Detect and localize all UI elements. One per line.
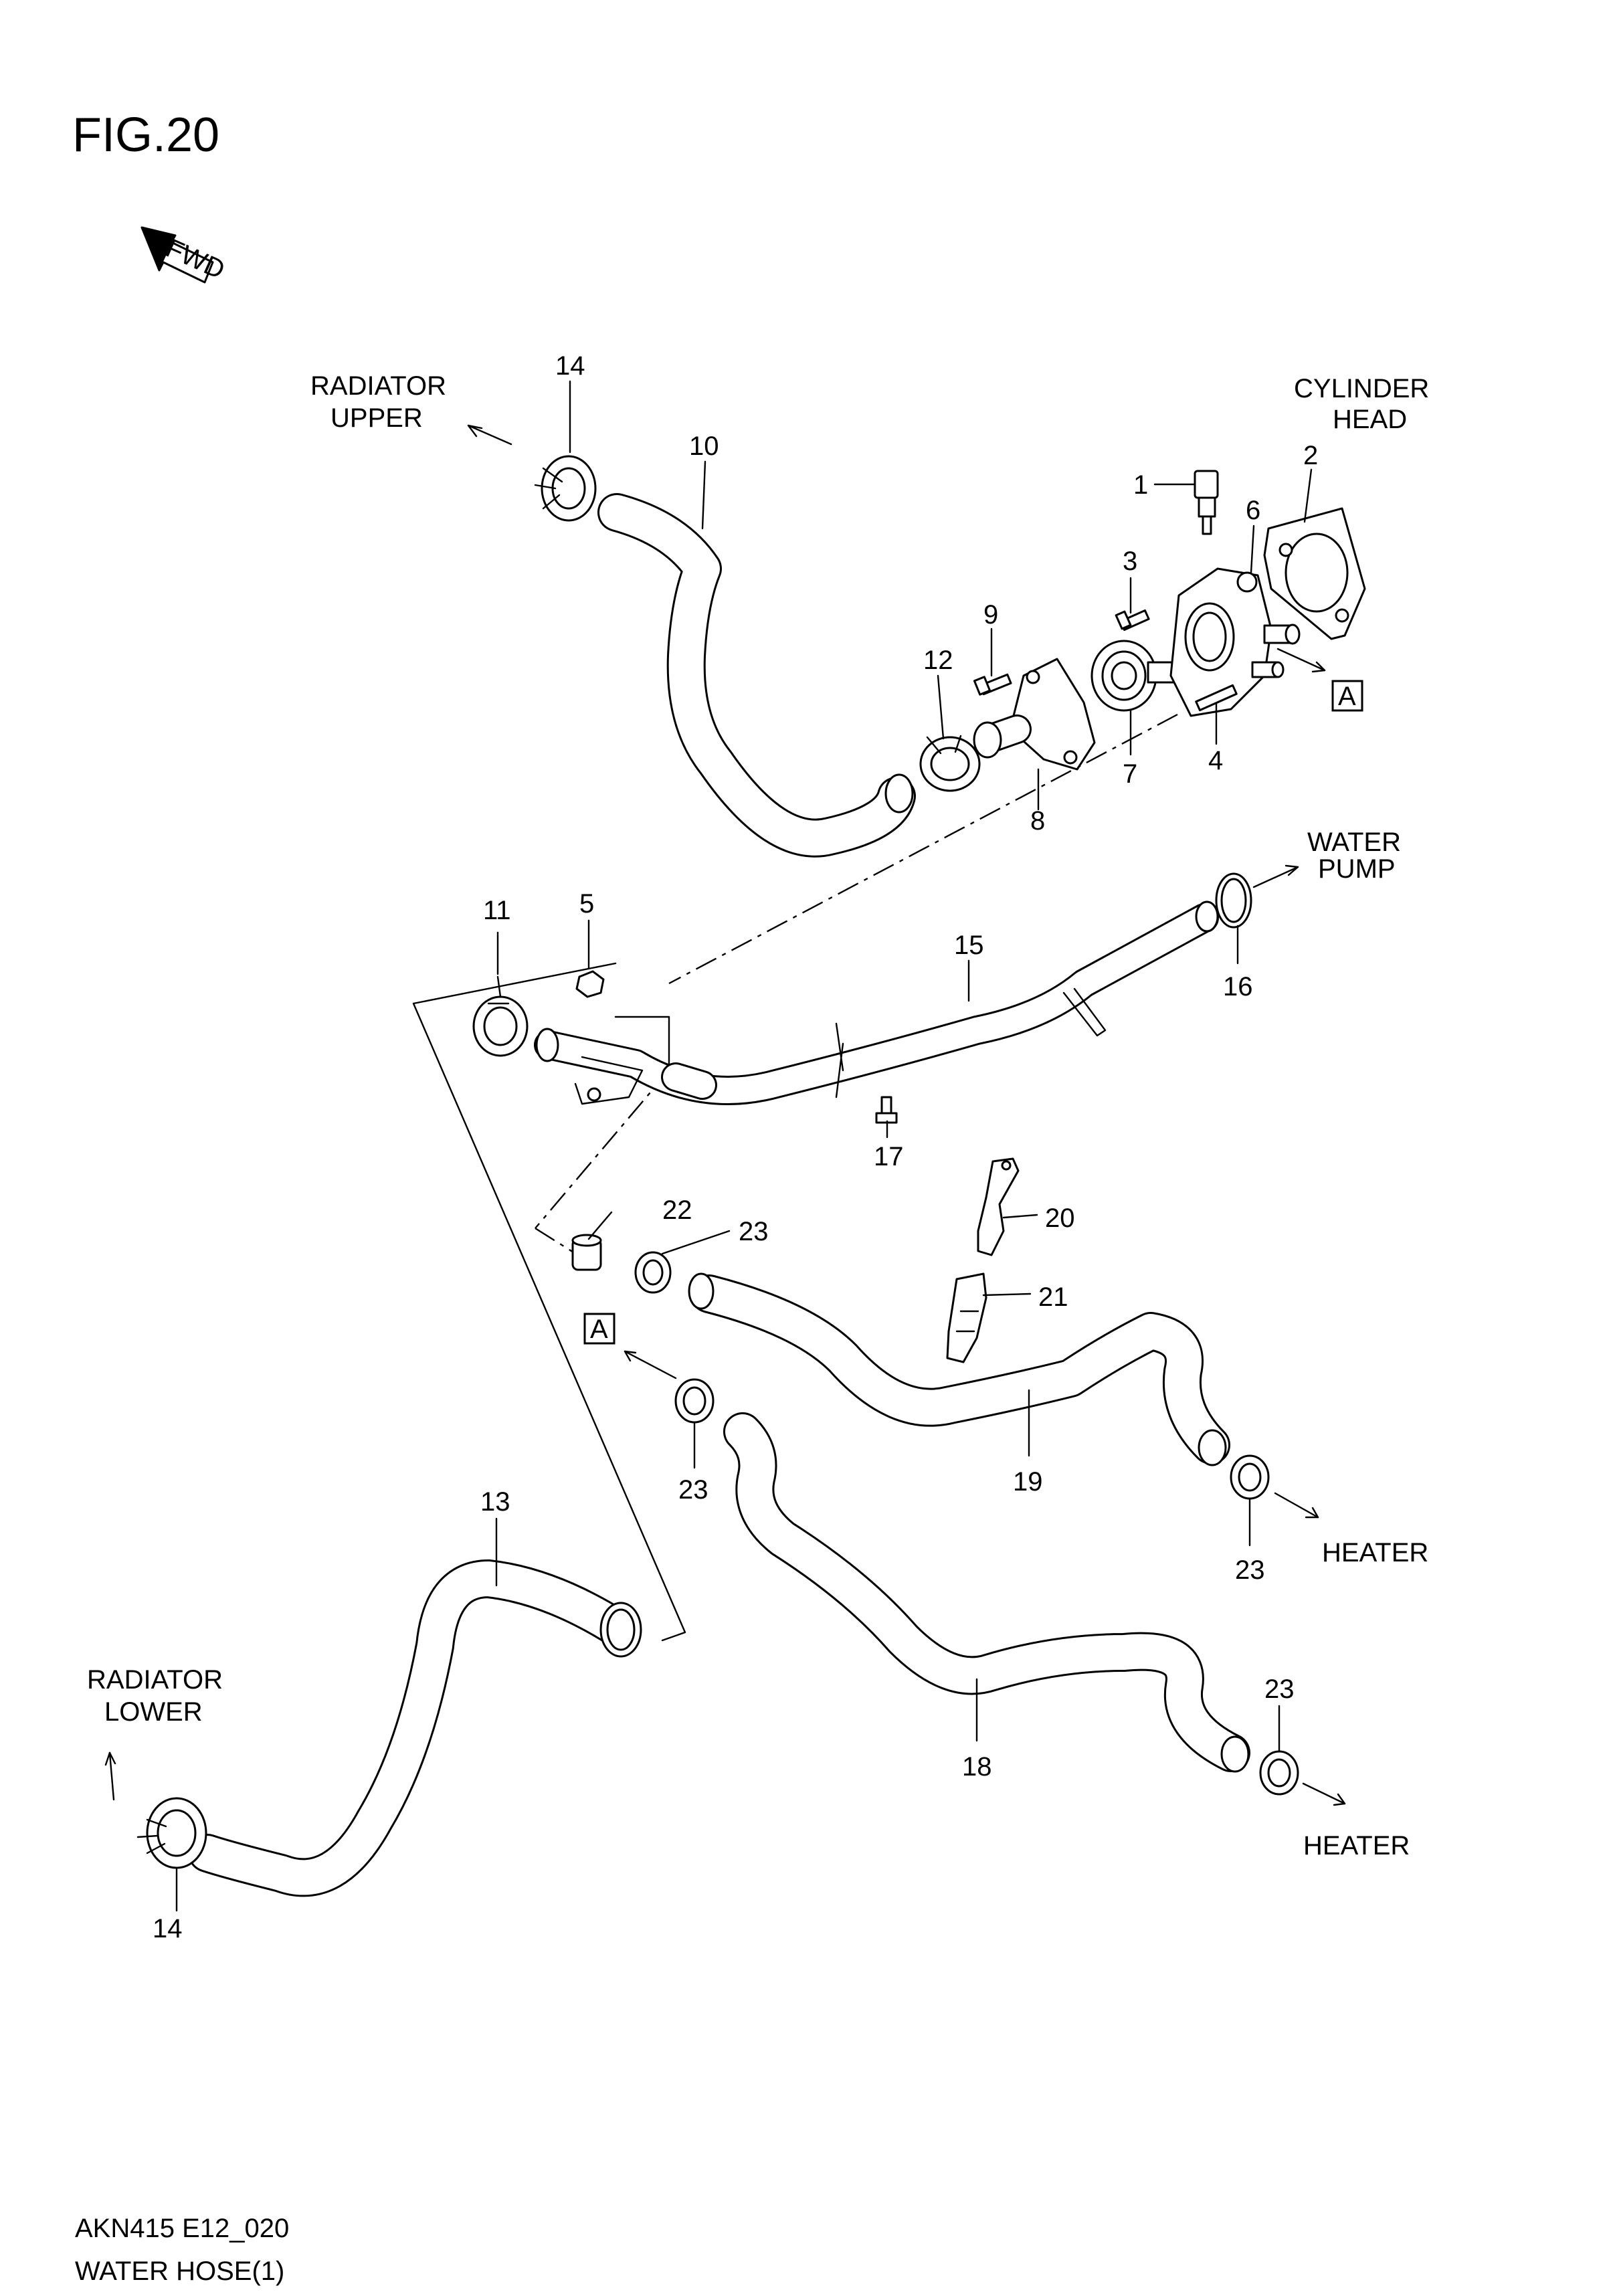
figure-title: FIG.20 <box>72 108 219 162</box>
diagram-name: WATER HOSE(1) <box>75 2257 284 2286</box>
part-number-23-a: 23 <box>739 1217 769 1246</box>
diagram-code: AKN415 E12_020 <box>75 2214 289 2243</box>
part-number-18: 18 <box>962 1752 992 1782</box>
hose-clamp-23-d <box>1259 1750 1299 1796</box>
hose-clamp-14-upper <box>534 455 597 522</box>
part-number-12: 12 <box>923 646 953 675</box>
part-number-8: 8 <box>1030 806 1045 836</box>
heater-hose-19 <box>688 1272 1230 1466</box>
radiator-lower-label-1: RADIATOR <box>87 1665 223 1695</box>
part-number-13: 13 <box>480 1487 510 1517</box>
reference-box-a-upper: A <box>1331 680 1363 712</box>
part-number-16: 16 <box>1223 972 1253 1001</box>
joint-22 <box>571 1234 602 1271</box>
clip-21 <box>946 1272 987 1363</box>
water-pump-label-2: PUMP <box>1318 854 1396 884</box>
part-number-11: 11 <box>483 896 511 925</box>
part-number-7: 7 <box>1123 759 1137 789</box>
hose-clamp-23-c <box>674 1378 715 1424</box>
reference-box-a-lower: A <box>583 1313 615 1345</box>
cylinder-head-label-1: CYLINDER <box>1294 374 1429 403</box>
radiator-upper-label-1: RADIATOR <box>310 371 446 401</box>
heater-label-2: HEATER <box>1303 1831 1410 1860</box>
part-number-2: 2 <box>1303 441 1318 470</box>
leader-lines <box>104 380 1346 1912</box>
hose-clamp-11 <box>472 975 529 1057</box>
part-number-19: 19 <box>1013 1467 1043 1497</box>
water-pump-label-1: WATER <box>1307 828 1401 857</box>
bolt-3 <box>1115 609 1150 632</box>
radiator-lower-label-2: LOWER <box>104 1697 203 1727</box>
reference-line <box>668 713 1178 985</box>
part-number-15: 15 <box>954 931 984 960</box>
callout-labels: RADIATOR UPPER CYLINDER HEAD WATER PUMP … <box>87 371 1429 1860</box>
bolt-9 <box>973 673 1012 696</box>
part-number-23-d: 23 <box>1264 1675 1295 1704</box>
box-a-letter: A <box>1338 682 1356 711</box>
part-number-3: 3 <box>1123 547 1137 576</box>
part-number-1: 1 <box>1133 470 1148 500</box>
water-pipe-15 <box>534 900 1219 1105</box>
box-a-letter: A <box>590 1315 608 1344</box>
temperature-sensor-1 <box>1194 470 1219 535</box>
stud-4 <box>1195 684 1238 712</box>
heater-hose-18 <box>723 1412 1250 1773</box>
part-number-9: 9 <box>983 600 998 630</box>
water-outlet-8 <box>973 658 1096 771</box>
radiator-upper-label-2: UPPER <box>330 403 423 433</box>
hose-10 <box>597 493 916 858</box>
part-number-4: 4 <box>1208 746 1223 775</box>
bracket-20 <box>977 1157 1020 1256</box>
part-number-10: 10 <box>689 432 719 461</box>
hose-clamp-23-a <box>634 1251 672 1294</box>
part-number-17: 17 <box>874 1142 904 1171</box>
part-number-23-c: 23 <box>678 1475 708 1505</box>
part-number-14-lower: 14 <box>153 1914 183 1943</box>
part-numbers: 1 2 3 4 5 6 7 8 9 10 11 12 13 14 14 15 1… <box>153 351 1318 1943</box>
hose-clamp-23-b <box>1230 1454 1270 1500</box>
part-number-6: 6 <box>1246 496 1260 525</box>
heater-label-1: HEATER <box>1322 1538 1428 1567</box>
part-number-21: 21 <box>1038 1282 1068 1312</box>
gasket-2 <box>1263 507 1366 640</box>
hose-clamp-14-lower <box>136 1797 207 1869</box>
part-number-20: 20 <box>1045 1204 1075 1233</box>
part-number-23-b: 23 <box>1235 1555 1265 1585</box>
cylinder-head-label-2: HEAD <box>1333 405 1407 434</box>
hose-clamp-12 <box>919 735 981 792</box>
part-number-5: 5 <box>579 889 594 919</box>
thermostat-7 <box>1091 640 1176 712</box>
thermostat-housing-6 <box>1169 567 1301 717</box>
fwd-arrow-icon: FWD <box>140 226 229 285</box>
part-number-14-upper: 14 <box>555 351 585 381</box>
bolt-17 <box>875 1096 898 1124</box>
nut-5 <box>575 970 605 998</box>
o-ring-16 <box>1215 872 1252 929</box>
reference-line <box>535 1070 670 1229</box>
part-number-22: 22 <box>662 1195 692 1225</box>
group-bracket <box>412 962 686 1642</box>
hose-13 <box>188 1559 642 1897</box>
